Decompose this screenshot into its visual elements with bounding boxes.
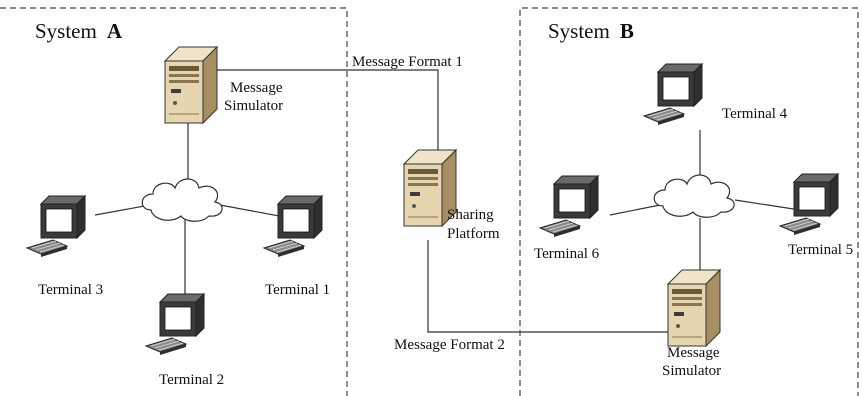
link-format-1 bbox=[210, 69, 439, 150]
link-format-2 bbox=[427, 240, 668, 333]
terminal-2-label: Terminal 2 bbox=[159, 372, 224, 388]
terminal-3-label: Terminal 3 bbox=[38, 282, 103, 298]
link-cloud-b-terminal-6 bbox=[609, 204, 661, 216]
system-a-boundary bbox=[0, 7, 348, 396]
message-simulator-b-label-line1: Message bbox=[667, 345, 720, 361]
desktop-computer-icon bbox=[539, 175, 599, 238]
desktop-computer-icon bbox=[263, 195, 323, 258]
sharing-platform-label-line1: Sharing bbox=[447, 207, 494, 223]
desktop-computer-icon bbox=[145, 293, 205, 356]
network-cloud-icon bbox=[141, 178, 223, 222]
terminal-4-label: Terminal 4 bbox=[722, 106, 788, 122]
desktop-computer-icon bbox=[643, 63, 703, 126]
terminal-6-label: Terminal 6 bbox=[534, 246, 600, 262]
message-format-2-label: Message Format 2 bbox=[394, 337, 505, 353]
message-simulator-a-label-line1: Message bbox=[230, 80, 283, 96]
link-cloud-b-terminal-5 bbox=[734, 199, 801, 211]
terminal-5-label: Terminal 5 bbox=[788, 242, 853, 258]
desktop-computer-icon bbox=[779, 173, 839, 236]
sharing-platform-label-line2: Platform bbox=[447, 226, 500, 242]
link-cloud-a-terminal-3 bbox=[94, 204, 151, 216]
message-simulator-a-label-line2: Simulator bbox=[224, 98, 283, 114]
server-tower-icon bbox=[164, 46, 218, 124]
message-format-1-label: Message Format 1 bbox=[352, 54, 463, 70]
system-b-boundary bbox=[519, 7, 859, 396]
server-tower-icon bbox=[667, 269, 721, 347]
terminal-1-label: Terminal 1 bbox=[265, 282, 330, 298]
desktop-computer-icon bbox=[26, 195, 86, 258]
network-cloud-icon bbox=[653, 174, 735, 218]
message-simulator-b-label-line2: Simulator bbox=[662, 363, 721, 379]
